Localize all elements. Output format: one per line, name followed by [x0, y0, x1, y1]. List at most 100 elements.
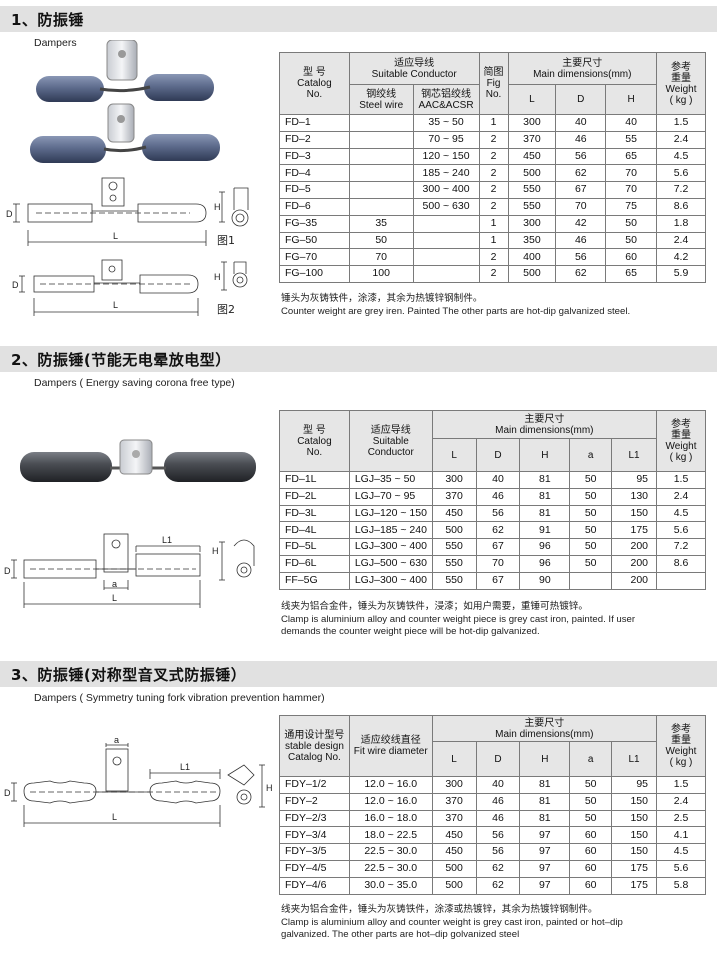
dim-label-l1: L1 [162, 535, 172, 545]
header-main-dimensions: 主要尺寸 Main dimensions(mm) [431, 715, 658, 742]
section-header: 1、防振锤 [0, 6, 717, 32]
header-catalog: 通用设计型号 stable design Catalog No. [279, 715, 350, 777]
dim-label-h2: H [214, 272, 221, 282]
header-main-dimensions: 主要尺寸 Main dimensions(mm) [507, 52, 658, 85]
header-l: L [431, 741, 477, 777]
damper-photo-top [36, 40, 214, 102]
dim-label-h: H [266, 783, 273, 793]
header-suitable-conductor: 适应导线 Suitable Conductor [348, 52, 480, 85]
header-h: H [605, 84, 658, 115]
dim-label-d: D [4, 788, 11, 798]
header-weight: 参考 重量 Weight ( kg ) [656, 410, 706, 472]
header-l1: L1 [611, 438, 658, 472]
dim-label-l: L [112, 593, 117, 603]
damper-photo [20, 439, 256, 482]
header-a: a [569, 741, 613, 777]
header-weight: 参考 重量 Weight ( kg ) [656, 715, 706, 777]
spec-table-tuning-fork: 通用设计型号 stable design Catalog No. 适应绞线直径 … [279, 715, 706, 895]
note-cn: 线夹为铝合金件，锤头为灰铸铁件，涂漆或热镀锌，其余为热镀锌钢制件。 [281, 904, 598, 915]
dim-label-d: D [4, 566, 11, 576]
header-steel-wire: 钢绞线 Steel wire [348, 84, 414, 115]
drawing-tuning-fork [11, 743, 265, 827]
header-fit-wire-diameter: 适应绞线直径 Fit wire diameter [348, 715, 433, 777]
header-catalog: 型 号 Catalog No. [279, 410, 350, 472]
header-d: D [555, 84, 607, 115]
header-catalog: 型 号 Catalog No. [279, 52, 350, 115]
section-subtitle: Dampers ( Symmetry tuning fork vibration… [34, 692, 325, 704]
dim-label-h: H [214, 202, 221, 212]
drawing-fig1 [13, 177, 249, 246]
dim-label-l1: L1 [180, 762, 190, 772]
header-l: L [507, 84, 557, 115]
section-header: 2、防振锤(节能无电晕放电型） [0, 346, 717, 372]
note-en-line2: galvanized. The other parts are hot–dip … [281, 929, 520, 941]
header-weight: 参考 重量 Weight ( kg ) [656, 52, 706, 115]
section-title: 3、防振锤(对称型音叉式防振锤） [11, 665, 247, 684]
spec-table-dampers: 型 号 Catalog No. 适应导线 Suitable Conductor … [279, 52, 706, 283]
damper-illustration-1: D L H D L H [6, 40, 249, 316]
header-l1: L1 [611, 741, 657, 777]
header-a: a [569, 438, 613, 472]
damper-photo-bottom [30, 103, 220, 163]
fig1-label: 图1 [217, 234, 235, 247]
note-section3: 线夹为铝合金件，锤头为灰铸铁件，涂漆或热镀锌，其余为热镀锌钢制件。 Clamp … [281, 904, 623, 942]
header-aac-acsr: 钢芯铝绞线 AAC&ACSR [412, 84, 480, 115]
header-d: D [475, 741, 521, 777]
dim-label-a: a [114, 735, 119, 745]
header-h: H [519, 438, 571, 472]
drawing-energy-saving [11, 533, 255, 608]
section-dampers: 1、防振锤 Dampers [0, 6, 717, 49]
note-section1: 锤头为灰铸铁件，涂漆，其余为热镀锌钢制件。 Counter weight are… [281, 293, 630, 318]
note-en-line1: Clamp is aluminium alloy and counter wei… [281, 613, 636, 625]
section-header: 3、防振锤(对称型音叉式防振锤） [0, 661, 717, 687]
dim-label-h: H [212, 546, 219, 556]
section-title: 1、防振锤 [11, 10, 84, 29]
dim-label-d: D [6, 209, 13, 219]
section-subtitle: Dampers ( Energy saving corona free type… [34, 377, 235, 389]
fig2-label: 图2 [217, 303, 235, 316]
dim-label-l: L [113, 231, 118, 241]
header-fig-no: 简图 Fig No. [478, 52, 509, 115]
note-en: Counter weight are grey iren. Painted Th… [281, 305, 631, 317]
note-en-line2: demands the counter weight piece will be… [281, 626, 540, 638]
header-main-dimensions: 主要尺寸 Main dimensions(mm) [431, 410, 658, 439]
section-energy-saving-dampers: 2、防振锤(节能无电晕放电型） Dampers ( Energy saving … [0, 346, 717, 389]
header-suitable-conductor: 适应导线 Suitable Conductor [348, 410, 433, 472]
spec-table-energy-saving: 型 号 Catalog No. 适应导线 Suitable Conductor … [279, 410, 706, 590]
dim-label-a: a [112, 579, 117, 589]
section-tuning-fork-dampers: 3、防振锤(对称型音叉式防振锤） Dampers ( Symmetry tuni… [0, 661, 717, 704]
damper-illustration-2: D L L1 a H [4, 439, 256, 608]
dim-label-l2: L [113, 300, 118, 310]
note-section2: 线夹为铝合金件，锤头为灰铸铁件，浸漆；如用户需要，重锤可热镀锌。 Clamp i… [281, 601, 635, 639]
header-h: H [519, 741, 571, 777]
damper-illustration-3: D L L1 a H [4, 735, 273, 827]
note-en-line1: Clamp is aluminium alloy and counter wei… [281, 916, 623, 928]
note-cn: 线夹为铝合金件，锤头为灰铸铁件，浸漆；如用户需要，重锤可热镀锌。 [281, 601, 588, 612]
